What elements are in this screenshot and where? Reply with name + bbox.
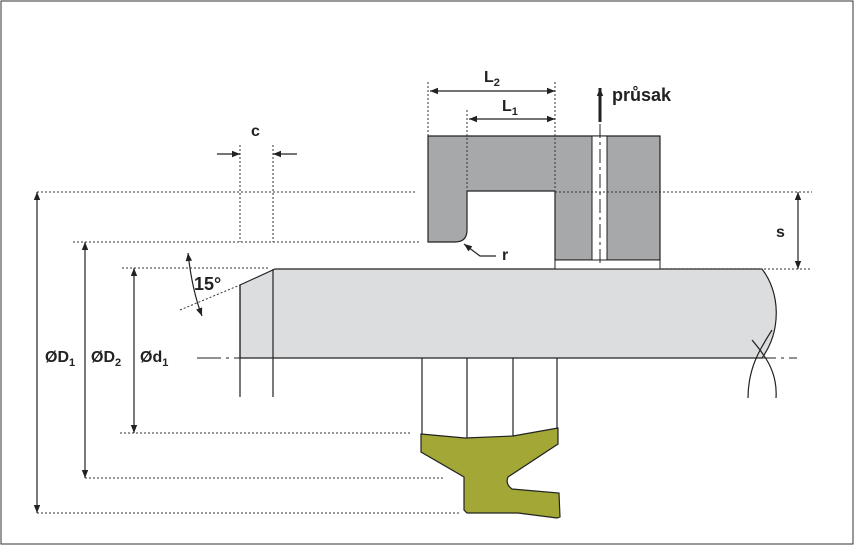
label-D1: ØD1 xyxy=(45,349,75,369)
label-D2: ØD2 xyxy=(91,349,121,369)
u-seal-profile xyxy=(420,427,561,519)
label-L2: L2 xyxy=(484,69,500,89)
housing-gap xyxy=(554,259,661,270)
extension-lines xyxy=(37,82,812,514)
radius-leader xyxy=(463,243,496,257)
label-leak: průsak xyxy=(612,85,672,105)
label-L1: L1 xyxy=(502,98,518,118)
shaft xyxy=(239,268,777,359)
label-angle: 15° xyxy=(194,274,221,294)
label-c: c xyxy=(251,123,260,140)
label-r: r xyxy=(502,247,508,264)
dimension-angle-arc xyxy=(185,252,203,317)
label-s: s xyxy=(776,224,785,241)
label-d1: Ød1 xyxy=(140,349,168,369)
seal-projection-lines xyxy=(421,358,558,438)
